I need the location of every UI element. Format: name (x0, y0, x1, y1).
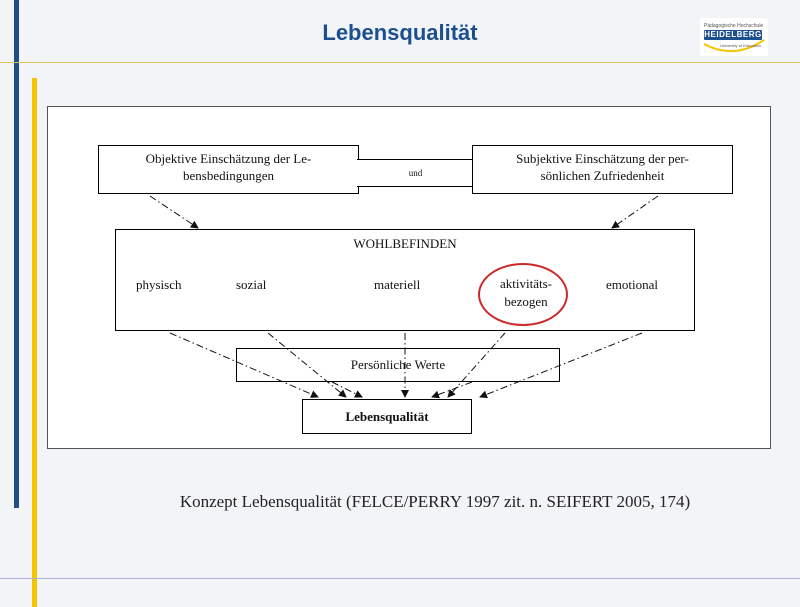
subjective-line-2: sönlichen Zufriedenheit (540, 168, 665, 183)
header-divider (0, 62, 800, 63)
logo-name: HEIDELBERG (704, 30, 762, 40)
connector-box: und (357, 159, 474, 187)
objective-assessment-box: Objektive Einschätzung der Le- bensbedin… (98, 145, 359, 194)
wohlbefinden-heading: WOHLBEFINDEN (353, 236, 457, 251)
footer-divider (0, 578, 800, 579)
university-logo: Pädagogische Hochschule HEIDELBERG Unive… (700, 18, 768, 56)
slide-title: Lebensqualität (322, 20, 478, 45)
subjective-line-1: Subjektive Einschätzung der per- (516, 151, 689, 166)
subjective-assessment-box: Subjektive Einschätzung der per- sönlich… (472, 145, 733, 194)
personal-values-box: Persönliche Werte (236, 348, 560, 382)
dimension-materiell: materiell (374, 277, 421, 292)
blue-accent-bar (14, 0, 19, 508)
dimension-physisch: physisch (136, 277, 182, 292)
logo-arc-icon (703, 39, 765, 52)
dimension-emotional: emotional (606, 277, 658, 292)
yellow-accent-bar (32, 78, 37, 607)
wohlbefinden-box: WOHLBEFINDEN physisch sozial materiell a… (115, 229, 695, 331)
highlight-circle (478, 263, 568, 326)
logo-sub-text: University of Education (720, 43, 761, 48)
life-quality-box: Lebensqualität (302, 399, 472, 434)
slide-caption: Konzept Lebensqualität (FELCE/PERRY 1997… (179, 492, 691, 511)
objective-line-2: bensbedingungen (183, 168, 274, 183)
objective-line-1: Objektive Einschätzung der Le- (145, 151, 312, 166)
logo-top-text: Pädagogische Hochschule (704, 23, 764, 29)
dimension-sozial: sozial (236, 277, 267, 292)
